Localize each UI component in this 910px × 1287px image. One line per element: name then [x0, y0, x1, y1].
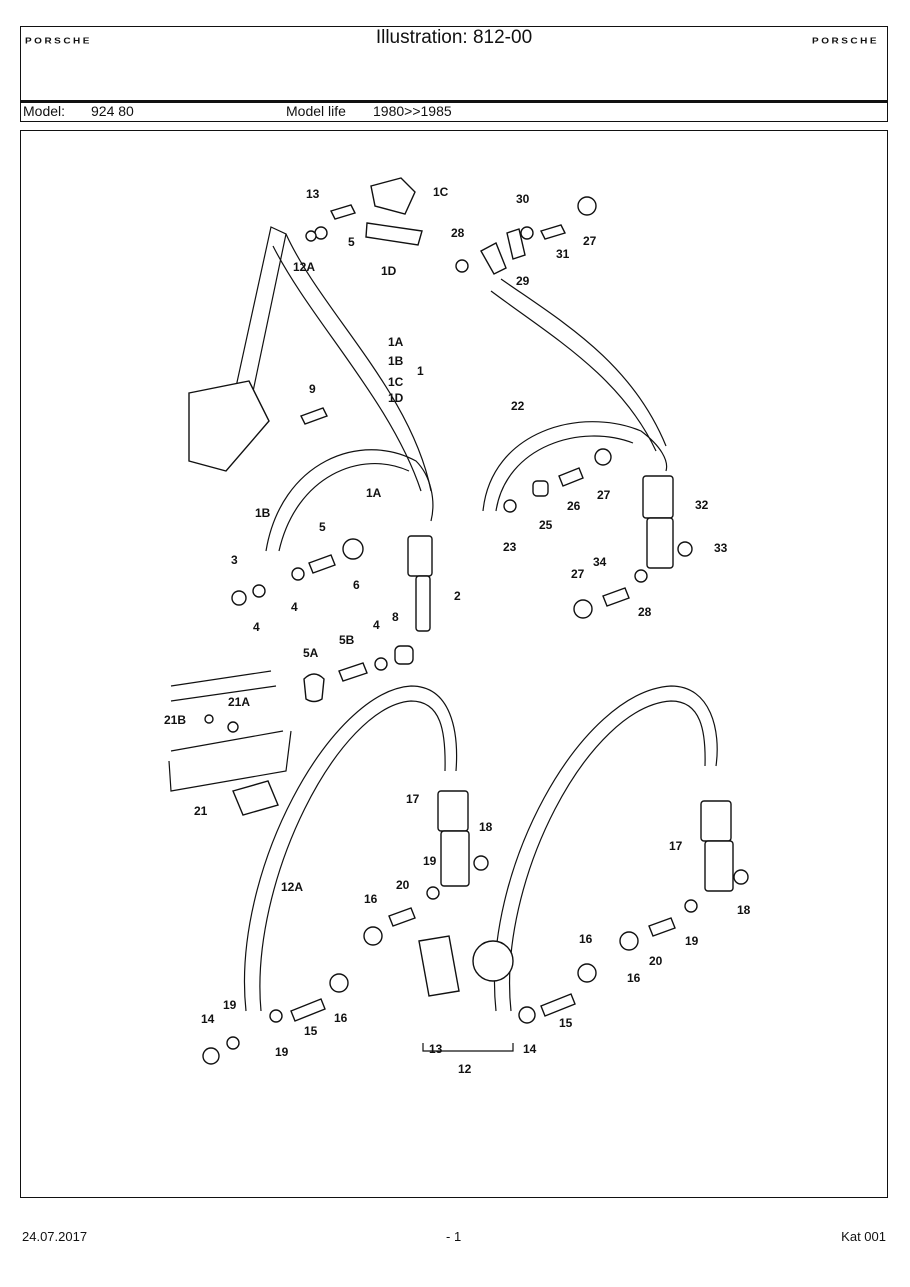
callout-26: 26: [567, 499, 581, 513]
callout-11: 8: [392, 610, 399, 624]
callout-7: 12A: [293, 260, 315, 274]
callout-27c: 27: [571, 567, 585, 581]
model-life-label: Model life: [286, 103, 346, 119]
callout-14b: 14: [523, 1042, 537, 1056]
callout-19c: 19: [275, 1045, 289, 1059]
rear-belt-assembly-left: [202, 685, 489, 1065]
callout-19: 19: [423, 854, 437, 868]
callout-29: 29: [516, 274, 530, 288]
callout-16c: 16: [579, 932, 593, 946]
brand-logo-right: PORSCHE: [812, 37, 879, 46]
callout-15b: 15: [559, 1016, 573, 1030]
callout-12: 12: [458, 1062, 472, 1076]
callout-27: 27: [583, 234, 597, 248]
callout-2: 2: [454, 589, 461, 603]
callout-33: 33: [714, 541, 728, 555]
callout-15: 15: [304, 1024, 318, 1038]
callout-6: 6: [353, 578, 360, 592]
callout-12a: 12A: [281, 880, 303, 894]
page-number: - 1: [446, 1229, 462, 1244]
callout-labels: 13 12A 5 1C 1D 1A 1B 1C 1D 1 9 1A 1B 5 3…: [164, 185, 751, 1076]
callout-19b: 19: [223, 998, 237, 1012]
callout-14: 14: [201, 1012, 215, 1026]
callout-1c: 1C: [433, 185, 449, 199]
callout-1b: 1B: [388, 354, 404, 368]
callout-25: 25: [539, 518, 553, 532]
callout-3: 3: [231, 553, 238, 567]
front-belt-assembly-left: [188, 177, 434, 703]
callout-1d: 1D: [381, 264, 397, 278]
callout-21a: 21A: [228, 695, 250, 709]
model-value: 924 80: [91, 103, 134, 119]
callout-1a-clip: 1A: [366, 486, 382, 500]
body-panel: [168, 670, 292, 816]
callout-22: 22: [511, 399, 525, 413]
callout-1c-list: 1C: [388, 375, 404, 389]
brand-logo-left: PORSCHE: [25, 37, 92, 46]
callout-4c: 4: [373, 618, 380, 632]
parts-diagram: 13 12A 5 1C 1D 1A 1B 1C 1D 1 9 1A 1B 5 3…: [20, 130, 888, 1198]
illustration-title: Illustration: 812-00: [375, 27, 533, 48]
callout-28b: 28: [638, 605, 652, 619]
callout-13: 13: [429, 1042, 443, 1056]
callout-27b: 27: [597, 488, 611, 502]
callout-21b: 21B: [164, 713, 186, 727]
callout-5: 5: [348, 235, 355, 249]
callout-5-lower: 5: [319, 520, 326, 534]
callout-16: 16: [364, 892, 378, 906]
callout-1b-clip: 1B: [255, 506, 271, 520]
callout-32: 32: [695, 498, 709, 512]
callout-30: 30: [516, 192, 530, 206]
callout-31: 31: [556, 247, 570, 261]
callout-1a: 1A: [388, 335, 404, 349]
catalog-id: Kat 001: [841, 1229, 886, 1244]
callout-16d: 16: [627, 971, 641, 985]
callout-4: 4: [291, 600, 298, 614]
callout-17: 17: [406, 792, 420, 806]
callout-1: 1: [417, 364, 424, 378]
callout-28: 28: [451, 226, 465, 240]
callout-4b: 4: [253, 620, 260, 634]
callout-1d-list: 1D: [388, 391, 404, 405]
model-life-value: 1980>>1985: [373, 103, 452, 119]
header-box: PORSCHE Illustration: 812-00 PORSCHE Mod…: [20, 26, 888, 122]
callout-34: 34: [593, 555, 607, 569]
callout-18b: 18: [737, 903, 751, 917]
callout-19d: 19: [685, 934, 699, 948]
seat-belt-exploded-view: 13 12A 5 1C 1D 1A 1B 1C 1D 1 9 1A 1B 5 3…: [164, 177, 751, 1076]
callout-9: 9: [309, 382, 316, 396]
callout-23: 23: [503, 540, 517, 554]
callout-20: 20: [396, 878, 410, 892]
callout-21: 21: [194, 804, 208, 818]
header-divider: [21, 100, 887, 103]
print-date: 24.07.2017: [22, 1229, 88, 1244]
callout-5b: 5B: [339, 633, 355, 647]
callout-20b: 20: [649, 954, 663, 968]
rear-belt-assembly-right: [418, 685, 749, 1052]
model-label: Model:: [23, 103, 66, 119]
front-belt-assembly-right: [455, 196, 693, 619]
callout-17b: 17: [669, 839, 683, 853]
callout-8: 13: [306, 187, 320, 201]
callout-16b: 16: [334, 1011, 348, 1025]
callout-18: 18: [479, 820, 493, 834]
callout-5a: 5A: [303, 646, 319, 660]
